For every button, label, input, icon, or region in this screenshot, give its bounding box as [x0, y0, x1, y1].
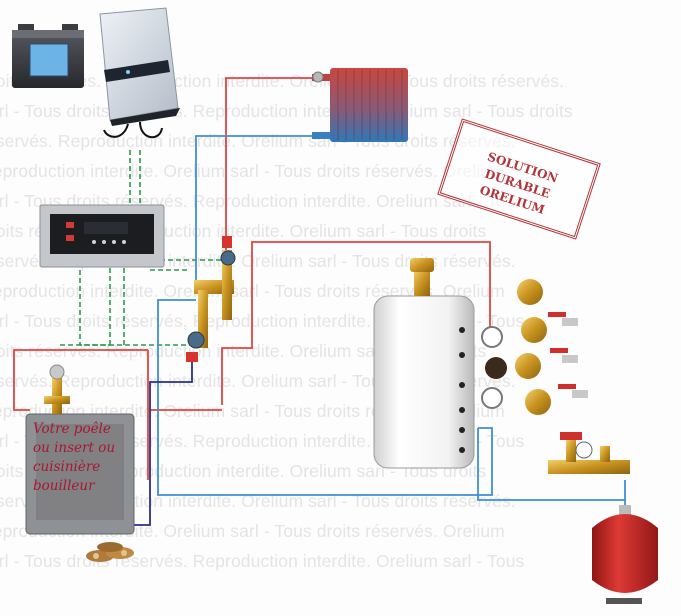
expansion-vessel	[592, 505, 658, 604]
hot-pipes	[13, 77, 491, 480]
pump-group	[186, 236, 236, 362]
stove-caption-line: ou insert ou	[33, 440, 116, 456]
brass-fittings	[515, 279, 588, 415]
stove	[25, 364, 135, 535]
stove-caption: Votre poêle ou insert ou cuisinière boui…	[33, 420, 129, 496]
stove-caption-line: bouilleur	[33, 478, 95, 494]
inverter-unit	[99, 7, 180, 138]
return-pipe	[132, 360, 193, 526]
watermark-line: Reproduction interdite. Orelium sarl - T…	[0, 161, 505, 181]
safety-group	[548, 432, 630, 474]
regulator-panel	[39, 204, 165, 268]
watermark-line: droits réservés. Reproduction interdite.…	[0, 341, 487, 361]
battery	[12, 24, 84, 88]
radiator	[312, 68, 408, 142]
stove-caption-line: Votre poêle	[33, 421, 111, 437]
storage-tank	[373, 258, 507, 469]
stove-caption-line: cuisinière	[33, 459, 101, 475]
firewood-icon	[86, 542, 134, 562]
